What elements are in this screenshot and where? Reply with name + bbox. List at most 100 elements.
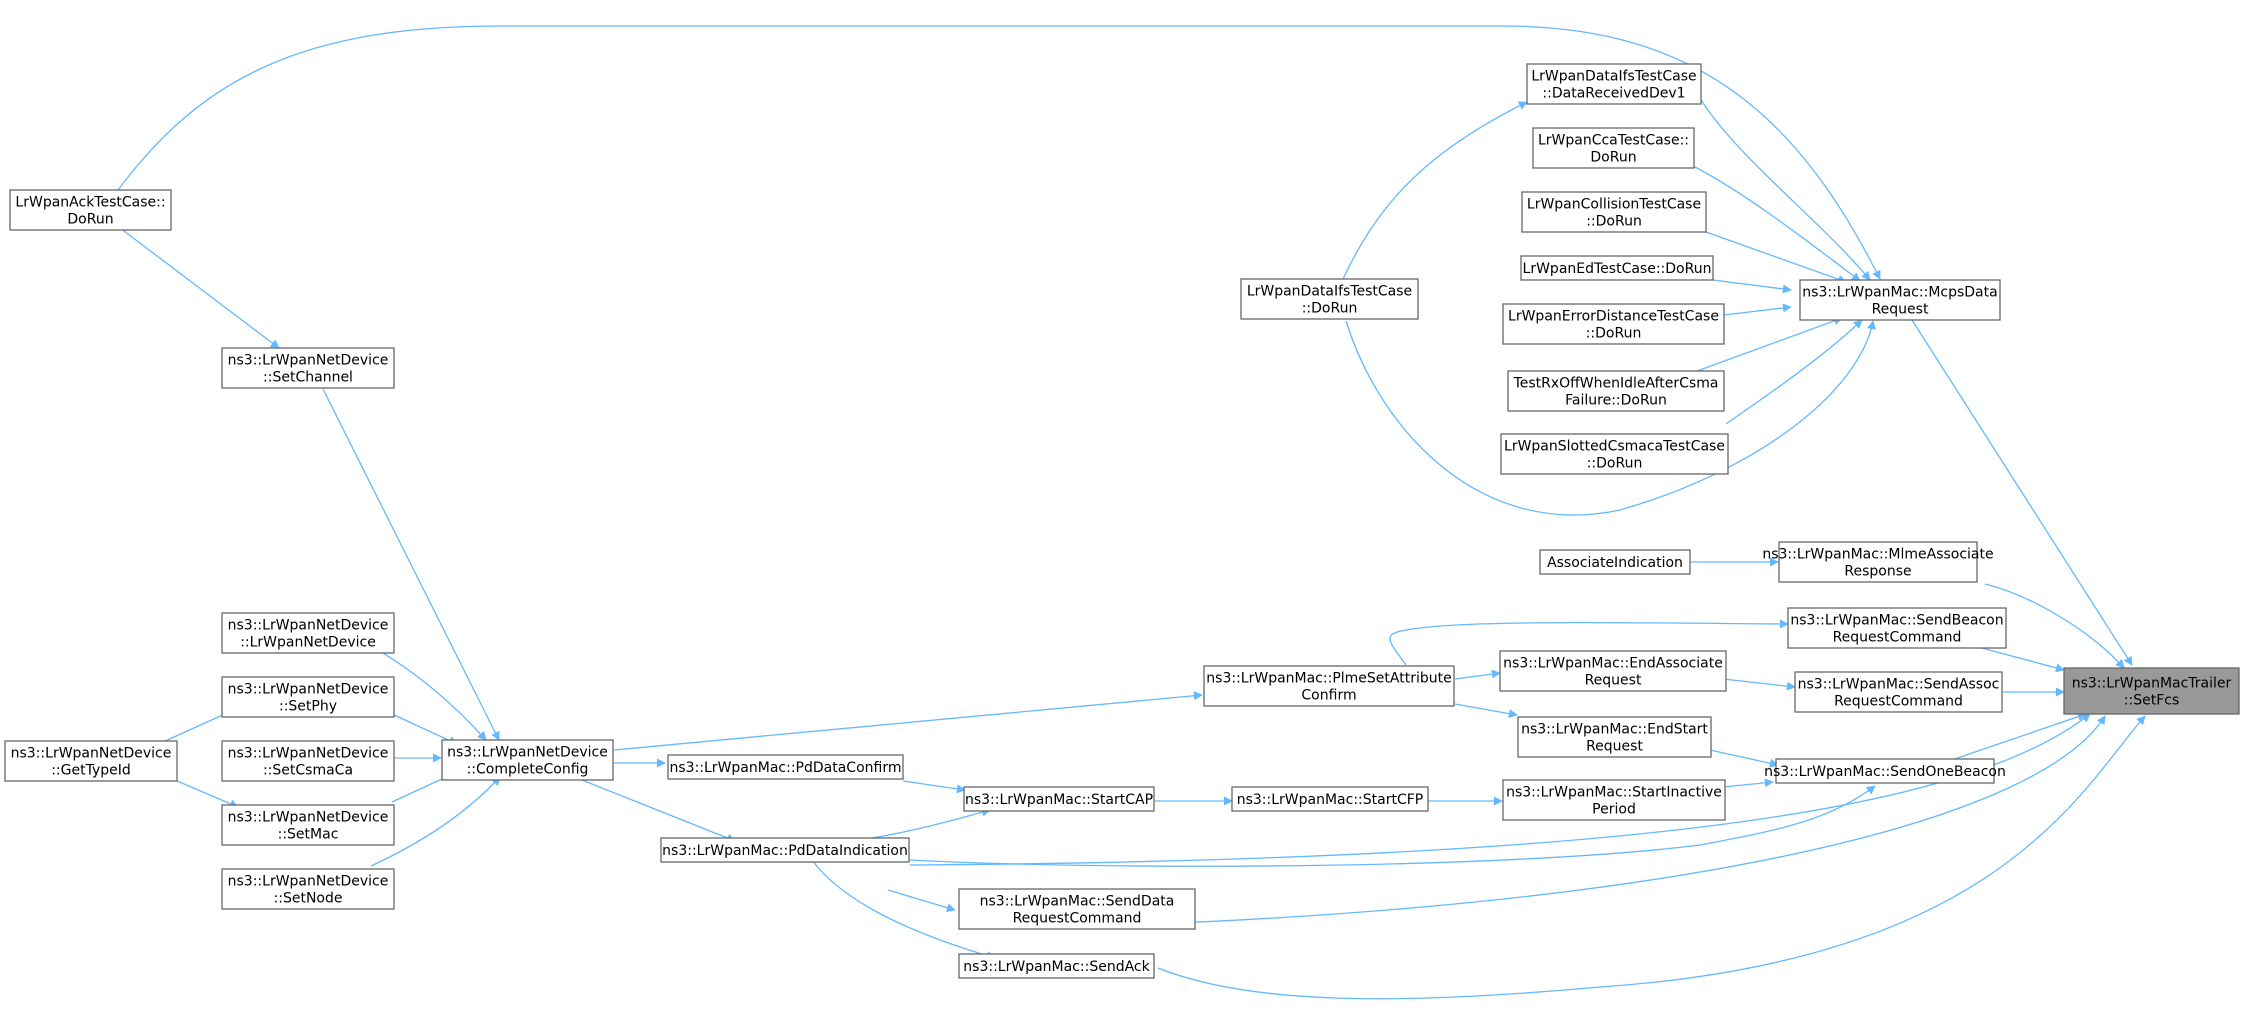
node-box [1500, 433, 1729, 475]
node-label-line: ns3::LrWpanMac::SendOneBeacon [1764, 764, 2006, 780]
node-assocind[interactable]: AssociateIndication [1539, 549, 1691, 575]
node-box [1499, 650, 1727, 692]
node-gettypeid[interactable]: ns3::LrWpanNetDevice::GetTypeId [4, 740, 178, 782]
node-label-line: Failure::DoRun [1565, 393, 1667, 409]
node-startcfp[interactable]: ns3::LrWpanMac::StartCFP [1231, 786, 1429, 812]
node-label-line: LrWpanCollisionTestCase [1527, 197, 1701, 213]
node-box [1539, 549, 1691, 575]
node-box [1787, 607, 2007, 649]
edge-completeconfig-pddataind [576, 777, 736, 843]
node-box [958, 953, 1155, 979]
node-pddataind[interactable]: ns3::LrWpanMac::PdDataIndication [660, 837, 910, 863]
node-sendonebeacon[interactable]: ns3::LrWpanMac::SendOneBeacon [1764, 758, 2006, 784]
node-edtest[interactable]: LrWpanEdTestCase::DoRun [1520, 255, 1714, 281]
node-label-line: ::SetFcs [2124, 693, 2179, 709]
node-sendack[interactable]: ns3::LrWpanMac::SendAck [958, 953, 1155, 979]
node-label-line: ns3::LrWpanMac::StartCAP [965, 792, 1153, 808]
node-box [958, 888, 1196, 930]
node-slotted[interactable]: LrWpanSlottedCsmacaTestCase::DoRun [1500, 433, 1729, 475]
edge-sendbeaconreq-setfcs [1981, 647, 2065, 673]
node-label-line: LrWpanSlottedCsmacaTestCase [1504, 439, 1725, 455]
edge-endassoc-sendassoc [1722, 678, 1796, 691]
node-label-line: ns3::LrWpanNetDevice [228, 353, 389, 369]
edge-sendonebeacon-setfcs [1939, 712, 2087, 765]
edge-completeconfig-plmeset [613, 691, 1203, 751]
edge-pddataind-sendonebeacon [909, 785, 1876, 867]
node-label-line: ns3::LrWpanMac::PdDataConfirm [670, 760, 902, 776]
node-label-line: Response [1844, 564, 1911, 580]
node-setchannel[interactable]: ns3::LrWpanNetDevice::SetChannel [221, 347, 395, 389]
node-box [660, 837, 910, 863]
node-setmac[interactable]: ns3::LrWpanNetDevice::SetMac [221, 804, 395, 846]
node-completeconfig[interactable]: ns3::LrWpanNetDevice::CompleteConfig [441, 739, 614, 781]
node-label-line: AssociateIndication [1547, 555, 1683, 571]
node-label-line: ::DoRun [1587, 456, 1643, 472]
edge-errtest-mcps [1723, 303, 1792, 316]
node-setnode[interactable]: ns3::LrWpanNetDevice::SetNode [221, 868, 395, 910]
node-label-line: Request [1586, 739, 1643, 755]
edge-ctor-completeconfig [370, 645, 487, 741]
node-label-line: ::DataReceivedDev1 [1542, 86, 1685, 102]
node-box [1502, 303, 1725, 345]
node-box [1517, 716, 1712, 758]
node-setphy[interactable]: ns3::LrWpanNetDevice::SetPhy [221, 676, 395, 718]
node-label-line: ::DoRun [1302, 301, 1358, 317]
node-box [1507, 370, 1725, 412]
edge-setchannel-completeconfig [322, 388, 500, 741]
node-label-line: ::SetMac [278, 827, 339, 843]
node-ccatest[interactable]: LrWpanCcaTestCase::DoRun [1532, 127, 1695, 169]
node-box [1203, 665, 1455, 707]
node-label-line: LrWpanAckTestCase:: [15, 195, 165, 211]
edge-rxoff-mcps [1688, 316, 1843, 375]
node-label-line: Request [1872, 302, 1929, 318]
node-label-line: ns3::LrWpanMac::SendAssoc [1798, 677, 2000, 693]
node-box [1521, 191, 1707, 233]
edge-colltest-mcps [1705, 231, 1847, 284]
edge-mlmeassoc-setfcs [1984, 583, 2125, 669]
node-label-line: ns3::LrWpanMac::MlmeAssociate [1762, 547, 1993, 563]
node-label-line: LrWpanCcaTestCase:: [1538, 133, 1689, 149]
node-pddataconf[interactable]: ns3::LrWpanMac::PdDataConfirm [667, 754, 904, 780]
edge-pddataind-sendack [811, 859, 996, 961]
node-ifsrecv[interactable]: LrWpanDataIfsTestCase::DataReceivedDev1 [1526, 63, 1702, 105]
node-setcsmaca[interactable]: ns3::LrWpanNetDevice::SetCsmaCa [221, 740, 395, 782]
node-startcap[interactable]: ns3::LrWpanMac::StartCAP [963, 786, 1155, 812]
node-label-line: ::SetNode [274, 891, 343, 907]
node-label-line: ::SetCsmaCa [263, 763, 353, 779]
node-setfcs[interactable]: ns3::LrWpanMacTrailer::SetFcs [2063, 667, 2240, 715]
node-ctor[interactable]: ns3::LrWpanNetDevice::LrWpanNetDevice [221, 612, 395, 654]
edge-plmeset-endstart [1454, 703, 1518, 719]
node-label-line: ns3::LrWpanNetDevice [228, 682, 389, 698]
node-colltest[interactable]: LrWpanCollisionTestCase::DoRun [1521, 191, 1707, 233]
node-label-line: ::CompleteConfig [467, 762, 589, 778]
node-box [1240, 278, 1419, 320]
edge-plmeset-sendbeaconreq [1389, 619, 1789, 666]
node-box [9, 189, 172, 231]
node-ifsdorun[interactable]: LrWpanDataIfsTestCase::DoRun [1240, 278, 1419, 320]
node-label-line: ::GetTypeId [51, 763, 131, 779]
node-label-line: LrWpanEdTestCase::DoRun [1523, 261, 1712, 277]
edge-pddataconf-startcap [902, 780, 966, 794]
node-box [1526, 63, 1702, 105]
edge-setnode-completeconfig [370, 776, 501, 867]
node-label-line: ::SetChannel [263, 370, 353, 386]
node-box [667, 754, 904, 780]
node-errtest[interactable]: LrWpanErrorDistanceTestCase::DoRun [1502, 303, 1725, 345]
node-acktest[interactable]: LrWpanAckTestCase::DoRun [9, 189, 172, 231]
edge-ifsrecv-mcps [1700, 99, 1871, 281]
node-label-line: ns3::LrWpanMac::StartInactive [1506, 785, 1722, 801]
node-box [221, 612, 395, 654]
node-box [1520, 255, 1714, 281]
node-box [1799, 279, 2001, 321]
